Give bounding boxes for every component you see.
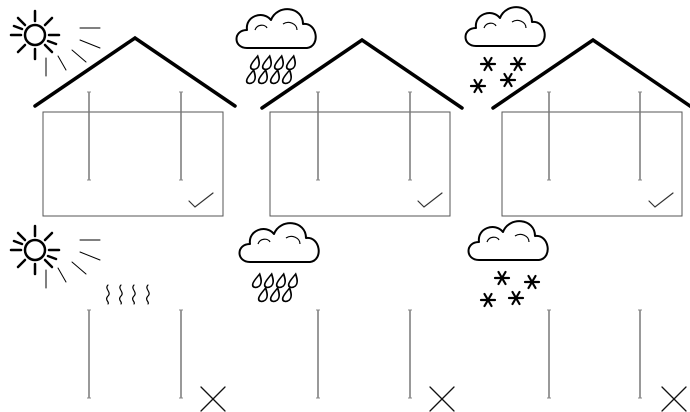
scene-snow-unsheltered (469, 221, 687, 411)
pole-right (638, 310, 642, 398)
pole-right (179, 310, 183, 398)
snow-cloud-icon (466, 7, 545, 46)
pole-left (87, 310, 91, 398)
pole-left (316, 92, 320, 180)
roof-icon (35, 38, 235, 106)
raindrops-icon (252, 274, 300, 301)
scene-rain-sheltered (237, 9, 463, 216)
snowflakes-icon (471, 58, 525, 92)
snowflakes-icon (481, 272, 539, 306)
roof-icon (493, 40, 690, 108)
heat-waves-icon (107, 285, 150, 304)
cross-icon (430, 387, 454, 411)
rain-cloud-icon (237, 9, 316, 48)
pole-left (547, 92, 551, 180)
cross-icon (201, 387, 225, 411)
cross-icon (662, 387, 686, 411)
sun-icon (11, 226, 59, 274)
shelter-outline (270, 112, 450, 216)
pole-right (638, 92, 642, 180)
scene-sun-sheltered (11, 11, 235, 216)
snow-cloud-icon (469, 221, 548, 260)
scene-snow-sheltered (466, 7, 690, 216)
roof-icon (262, 40, 462, 108)
sun-rays-icon (46, 240, 100, 288)
shelter-outline (502, 112, 682, 216)
shelter-outline (43, 112, 223, 216)
pole-left (87, 92, 91, 180)
pole-left (316, 310, 320, 398)
rain-cloud-icon (240, 223, 319, 262)
sun-icon (11, 11, 59, 59)
checkmark-icon (418, 193, 442, 207)
raindrops-icon (246, 56, 298, 83)
pole-right (408, 310, 412, 398)
pole-right (179, 92, 183, 180)
pole-right (408, 92, 412, 180)
scene-rain-unsheltered (240, 223, 455, 411)
checkmark-icon (189, 193, 213, 207)
pole-left (547, 310, 551, 398)
scene-sun-unsheltered (11, 226, 225, 411)
checkmark-icon (649, 193, 673, 207)
